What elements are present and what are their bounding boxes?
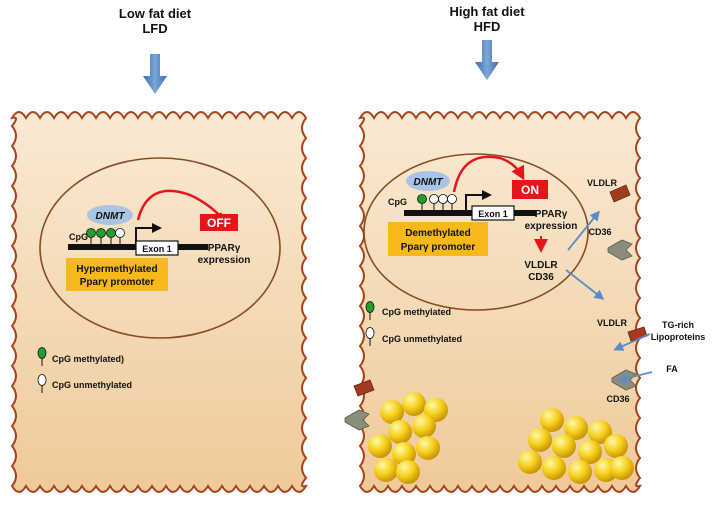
left-dnmt-ellipse: [87, 205, 133, 225]
right-vldlr-cd36-line1: VLDLR: [524, 260, 558, 271]
cpg-methylated-marker: [96, 228, 106, 238]
vldlr-bottom-label: VLDLR: [597, 318, 627, 328]
cpg-methylated-marker: [106, 228, 116, 238]
legend-methylated-icon: [37, 347, 47, 359]
fa-label: FA: [666, 364, 678, 374]
left-cell-membrane: [9, 111, 309, 493]
left-cpg-label: CpG: [69, 232, 88, 242]
left-nucleus: [39, 157, 281, 339]
tg-import-arrow: [613, 333, 651, 351]
lipid-droplets-right-cluster: [518, 408, 634, 484]
cpg-methylated-marker: [86, 228, 96, 238]
left-inhibition-arc: [136, 189, 227, 223]
left-off-box: [200, 214, 238, 231]
vldlr-top-label: VLDLR: [587, 178, 617, 188]
right-promoter-line2: Pparγ promoter: [401, 242, 476, 253]
left-diet-arrow: [143, 54, 167, 94]
left-tss-arrow: [135, 223, 162, 244]
right-nucleus: [363, 153, 589, 311]
right-title-line1: High fat diet: [449, 4, 525, 19]
cpg-unmethylated-marker: [115, 228, 125, 238]
lipid-droplets-left-cluster: [368, 392, 448, 484]
right-diet-arrow: [475, 40, 499, 80]
legend-unmethylated-icon: [37, 374, 47, 386]
cd36-bottom-label: CD36: [606, 394, 629, 404]
cpg-unmethylated-marker: [447, 194, 457, 204]
right-ppar-label: PPARγ: [535, 209, 568, 220]
right-title: High fat diet HFD: [437, 4, 537, 34]
cpg-methylated-marker: [417, 194, 427, 204]
left-legend-unmethylated: CpG unmethylated: [52, 380, 132, 390]
legend-methylated-icon: [365, 301, 375, 313]
right-exon-box: [471, 205, 515, 221]
left-off-label: OFF: [207, 216, 231, 230]
right-on-box: [512, 180, 548, 199]
left-exon-box: [135, 240, 179, 256]
left-promoter-line1: Hypermethylated: [76, 264, 157, 275]
left-legend-methylated: CpG methylated): [52, 354, 124, 364]
cpg-unmethylated-marker: [429, 194, 439, 204]
tg-rich-label-line2: Lipoproteins: [651, 332, 706, 342]
right-on-label: ON: [521, 183, 539, 197]
right-promoter-line1: Demethylated: [405, 228, 471, 239]
right-tss-arrow: [465, 190, 492, 210]
right-legend: CpG methylated CpG unmethylated: [365, 301, 462, 346]
right-cpg-label: CpG: [388, 197, 407, 207]
right-expression-label: expression: [525, 221, 578, 232]
right-cell: [357, 111, 643, 493]
vldlr-receptor-left: [353, 379, 375, 397]
right-dnmt-ellipse: [406, 171, 450, 191]
cd36-top-label: CD36: [588, 227, 611, 237]
right-activation-arc: [452, 155, 525, 193]
right-exon-label: Exon 1: [478, 209, 508, 219]
right-promoter-box: [388, 222, 488, 256]
left-title: Low fat diet LFD: [105, 6, 205, 36]
cd36-receptor-left: [344, 409, 370, 431]
left-dnmt-label: DNMT: [96, 211, 126, 222]
cd36-receptor-top: [607, 239, 633, 261]
right-cell-membrane: [357, 111, 643, 493]
left-title-line1: Low fat diet: [118, 6, 192, 21]
cpg-unmethylated-marker: [438, 194, 448, 204]
vldlr-receptor-top: [609, 184, 631, 203]
left-promoter-line2: Pparγ promoter: [80, 277, 155, 288]
legend-unmethylated-icon: [365, 327, 375, 339]
right-title-line2: HFD: [473, 19, 501, 34]
right-vldlr-cd36-line2: CD36: [528, 272, 554, 283]
right-arrow-to-vldlr: [567, 210, 600, 251]
right-dna-strand: [404, 210, 536, 216]
left-expression-label: expression: [198, 255, 251, 266]
right-dnmt-label: DNMT: [414, 177, 444, 188]
right-cpg-sites: [417, 194, 457, 210]
left-legend: CpG methylated) CpG unmethylated: [37, 347, 132, 393]
tg-rich-label-line1: TG-rich: [662, 320, 694, 330]
right-legend-methylated: CpG methylated: [382, 307, 451, 317]
left-cpg-sites: [86, 228, 125, 244]
fa-import-arrow: [617, 371, 653, 384]
left-exon-label: Exon 1: [142, 244, 172, 254]
right-legend-unmethylated: CpG unmethylated: [382, 334, 462, 344]
left-ppar-label: PPARγ: [208, 243, 241, 254]
left-cell: [9, 111, 309, 493]
left-title-line2: LFD: [142, 21, 168, 36]
left-promoter-box: [66, 258, 168, 291]
right-arrow-to-cd36: [565, 269, 605, 300]
